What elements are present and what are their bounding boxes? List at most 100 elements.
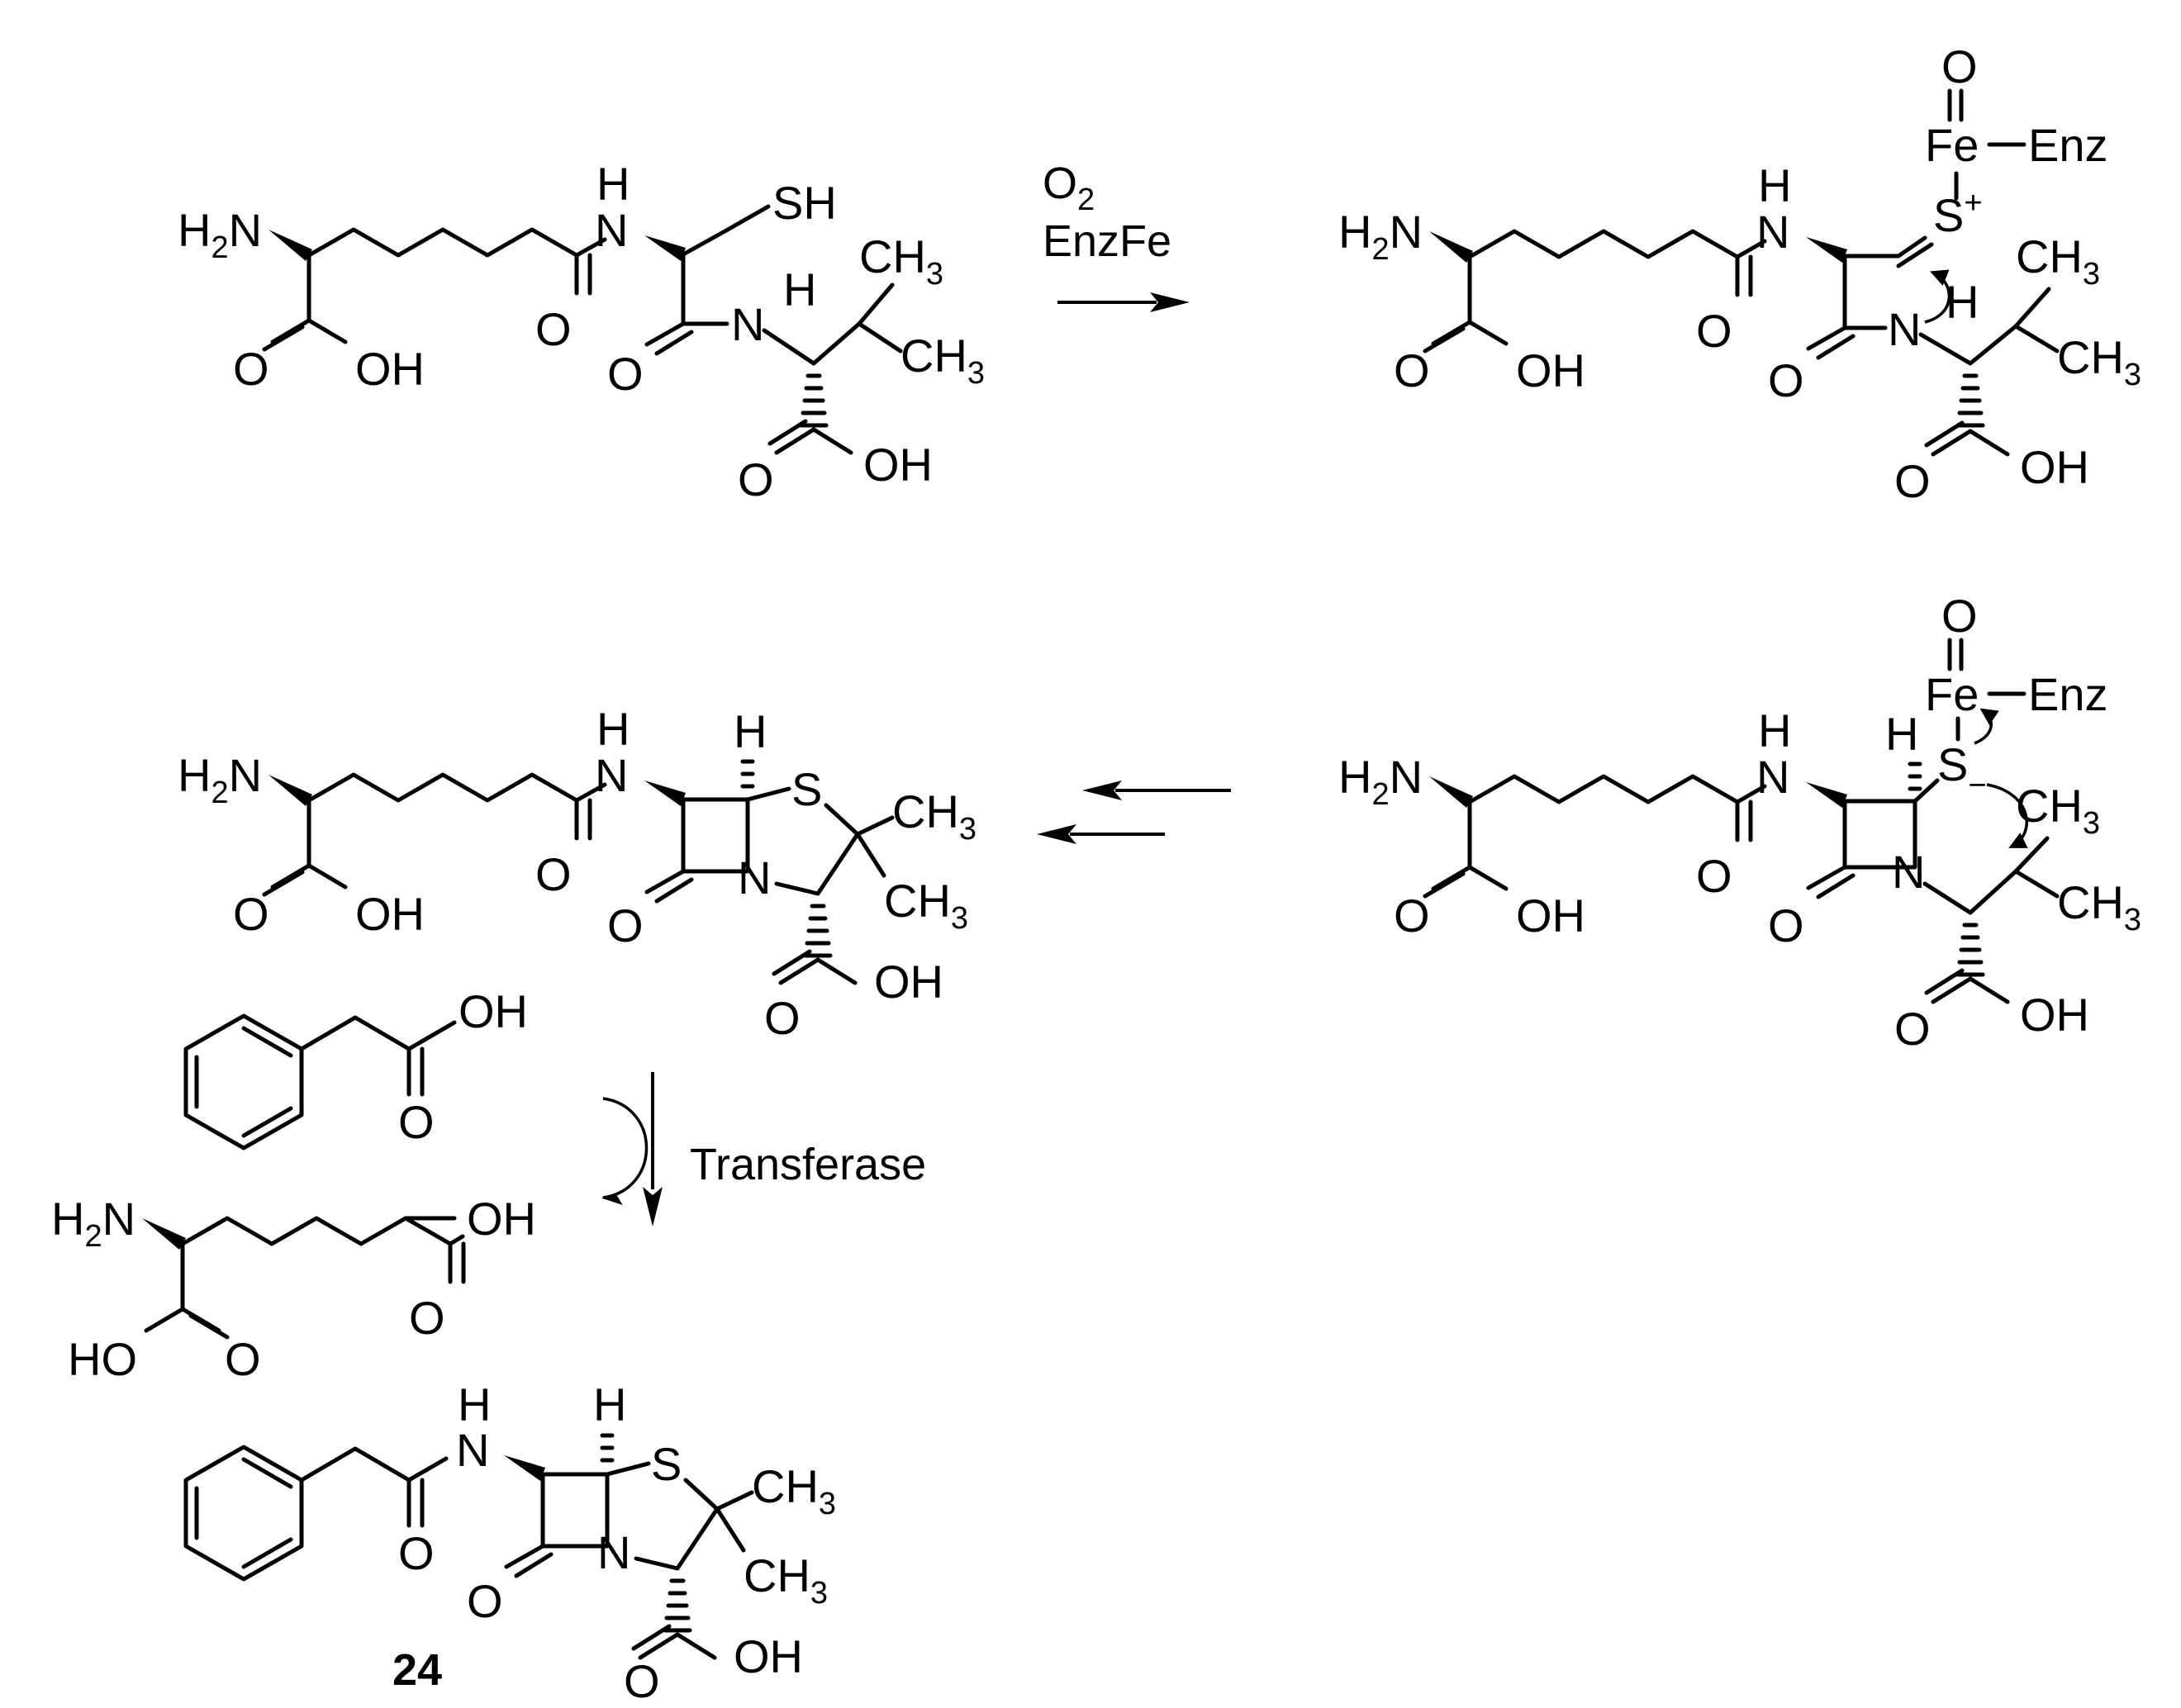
bond-acid [262, 798, 348, 897]
penicillin-g: O N H O H S N CH3 CH3 O OH 24 [183, 1378, 836, 1707]
arrow-head [1082, 780, 1122, 800]
atom-oh: OH [1516, 890, 1585, 942]
atom-oh: OH [2020, 989, 2089, 1041]
wedge-bond [1429, 231, 1473, 263]
bond-methyl [715, 1490, 754, 1553]
hash-bond [803, 904, 833, 958]
atom-o: O [1394, 344, 1430, 396]
bond-acid [262, 253, 348, 352]
benzene-ring [183, 1013, 304, 1151]
atom-ch3: CH3 [892, 785, 976, 847]
bond-ring [504, 1472, 610, 1578]
wedge-bond [142, 1218, 186, 1250]
atom-o: O [409, 1292, 445, 1344]
arrow-head [643, 1187, 663, 1226]
bond-val [762, 282, 903, 366]
atom-n: N [1756, 751, 1789, 803]
bond-acid [631, 1624, 717, 1660]
wedge-bond [1429, 776, 1473, 808]
bond-skeleton [306, 227, 607, 296]
atom-o: O [233, 343, 269, 395]
atom-enz: Enz [2028, 119, 2108, 171]
atom-o: O [1894, 1003, 1931, 1055]
wedge-bond [644, 235, 686, 261]
reagent-transferase: Transferase [690, 1140, 926, 1189]
atom-oh: OH [1516, 344, 1585, 396]
atom-n: N [595, 749, 628, 801]
atom-h: H [1758, 705, 1791, 757]
reaction-arrow-step1: O2 EnzFe [1043, 159, 1190, 312]
bond-val [1922, 836, 2060, 915]
atom-sh: SH [772, 177, 837, 229]
atom-o: O [607, 899, 644, 951]
atom-oh: OH [355, 888, 425, 940]
atom-h: H [1946, 276, 1979, 328]
atom-ch3: CH3 [2016, 230, 2100, 292]
atom-ch3: CH3 [859, 230, 943, 292]
atom-h2n: H2N [1338, 206, 1423, 267]
atom-o: O [467, 1575, 503, 1627]
bond-fe-o [1947, 88, 1964, 122]
atom-o: O [1394, 890, 1430, 942]
atom-o: O [398, 1096, 435, 1148]
atom-o: O [233, 888, 269, 940]
reagent-o2: O2 [1043, 159, 1095, 217]
atom-o: O [1696, 850, 1732, 902]
bond-ring [1806, 799, 1917, 899]
atom-o: O [1941, 40, 1978, 93]
atom-ho: HO [68, 1333, 137, 1385]
reaction-arrow-step2 [1037, 780, 1231, 844]
atom-h2n: H2N [1338, 751, 1423, 812]
wedge-bond [268, 775, 312, 806]
compound-number-24: 24 [392, 1645, 442, 1695]
hash-bond [740, 759, 755, 789]
atom-s: S [651, 1438, 682, 1490]
bond-acid [1423, 799, 1509, 899]
arrow-head [1037, 824, 1076, 844]
atom-o: O [1768, 899, 1804, 951]
wedge-bond [268, 230, 312, 261]
atom-ch3: CH3 [2057, 876, 2141, 937]
atom-o: O [535, 303, 572, 355]
atom-o: O [225, 1333, 261, 1385]
atom-enz: Enz [2028, 668, 2108, 720]
bond-acid [1924, 968, 2010, 1004]
atom-h: H [734, 705, 767, 757]
atom-ch3: CH3 [752, 1460, 836, 1521]
atom-n: N [597, 1526, 630, 1578]
atom-h2n: H2N [178, 204, 262, 265]
bond-acid [1924, 420, 2010, 457]
bond-c-s [1913, 778, 1940, 804]
bond-skeleton [1467, 774, 1767, 842]
bond-thiazolidine [745, 786, 860, 896]
atom-o: O [1768, 354, 1804, 406]
benzene-ring [183, 1445, 304, 1582]
atom-n: N [1892, 846, 1925, 898]
bond-fe-o [1947, 638, 1964, 671]
intermediate-azetidinone: H2N O O OH N H O N H S− Fe O Enz CH3 CH3… [1338, 590, 2141, 1055]
bond-methyl [855, 815, 895, 878]
acv-tripeptide: H2N O O OH N H SH O N H CH3 CH3 O OH [178, 158, 985, 505]
bond-thiazolidine [605, 1461, 720, 1571]
bond-chain [299, 1015, 457, 1097]
atom-ch3: CH3 [744, 1549, 828, 1611]
atom-h: H [1758, 159, 1791, 211]
atom-s-plus: S+ [1933, 186, 1983, 241]
atom-oh: OH [459, 985, 528, 1037]
hash-bond [1955, 373, 1985, 428]
aminoadipic-acid: H2N OH O HO O [51, 1193, 536, 1385]
atom-ch3: CH3 [2057, 331, 2141, 392]
bond-skeleton [180, 1216, 466, 1284]
atom-h: H [596, 158, 630, 210]
bond-chain [299, 1446, 449, 1528]
bond-skeleton [306, 772, 607, 841]
bond-cys [1806, 235, 1934, 360]
atom-o: O [764, 992, 801, 1044]
curly-arrow [1986, 783, 2028, 848]
bond-ring [644, 797, 750, 904]
atom-ch3: CH3 [900, 330, 985, 391]
bond-acid [144, 1241, 230, 1340]
atom-o: O [1941, 590, 1978, 642]
atom-fe: Fe [1925, 119, 1979, 171]
